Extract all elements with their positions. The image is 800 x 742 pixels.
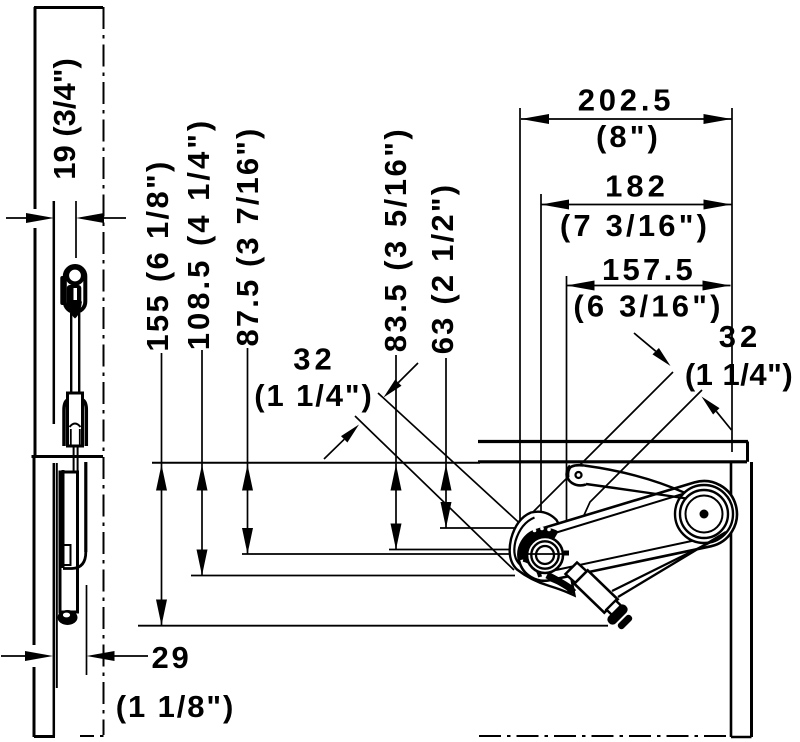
svg-text:157.5: 157.5: [602, 252, 696, 287]
svg-text:202.5: 202.5: [578, 83, 675, 118]
svg-text:19 (3/4"): 19 (3/4"): [47, 58, 82, 180]
svg-text:(7 3/16"): (7 3/16"): [560, 208, 710, 243]
svg-text:(1 1/8"): (1 1/8"): [116, 689, 236, 724]
svg-text:29: 29: [151, 640, 191, 675]
svg-text:155 (6 1/8"): 155 (6 1/8"): [140, 159, 175, 351]
svg-text:83.5 (3 5/16"): 83.5 (3 5/16"): [378, 127, 413, 352]
svg-text:87.5 (3 7/16"): 87.5 (3 7/16"): [230, 127, 265, 347]
svg-text:(6 3/16"): (6 3/16"): [573, 289, 723, 324]
svg-text:32: 32: [719, 319, 761, 354]
svg-text:(8"): (8"): [596, 119, 661, 154]
svg-text:(1 1/4"): (1 1/4"): [685, 357, 793, 392]
svg-text:(1 1/4"): (1 1/4"): [254, 378, 374, 413]
svg-text:182: 182: [605, 169, 669, 204]
svg-text:32: 32: [293, 342, 335, 377]
svg-text:63 (2 1/2"): 63 (2 1/2"): [425, 183, 460, 355]
svg-text:108.5 (4 1/4"): 108.5 (4 1/4"): [181, 118, 216, 350]
